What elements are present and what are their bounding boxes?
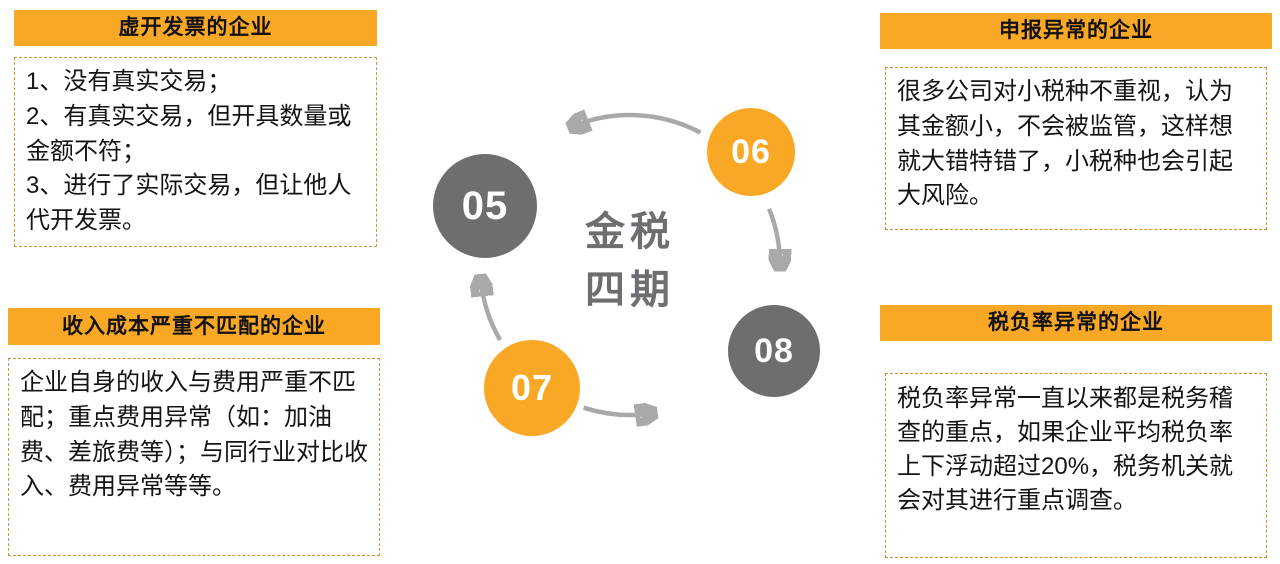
panel-income-cost-mismatch-title: 收入成本严重不匹配的企业 (8, 308, 380, 345)
arc-bottom (582, 408, 651, 415)
arc-left (481, 281, 503, 342)
arc-top (574, 115, 702, 133)
panel-fake-invoicing-title: 虚开发票的企业 (14, 10, 377, 46)
panel-fake-invoicing-body: 1、没有真实交易； 2、有真实交易，但开具数量或金额不符； 3、进行了实际交易，… (14, 57, 377, 247)
panel-abnormal-tax-burden: 税负率异常的企业 税负率异常一直以来都是税务稽查的重点，如果企业平均税负率上下浮… (880, 305, 1272, 558)
panel-abnormal-declaration-title: 申报异常的企业 (880, 13, 1272, 49)
arc-right (767, 207, 780, 265)
panel-fake-invoicing: 虚开发票的企业 1、没有真实交易； 2、有真实交易，但开具数量或金额不符； 3、… (14, 10, 377, 247)
cycle-arrows-graphic (420, 85, 840, 475)
panel-abnormal-declaration: 申报异常的企业 很多公司对小税种不重视，认为其金额小，不会被监管，这样想就大错特… (880, 13, 1272, 230)
panel-abnormal-tax-burden-title: 税负率异常的企业 (880, 305, 1272, 341)
center-title-line2: 四期 (585, 268, 675, 312)
node-06-circle: 06 (707, 108, 795, 196)
center-title-line1: 金税 (585, 210, 675, 254)
panel-income-cost-mismatch: 收入成本严重不匹配的企业 企业自身的收入与费用严重不匹配；重点费用异常（如：加油… (8, 308, 380, 556)
node-07-circle: 07 (484, 340, 580, 436)
center-title: 金税 四期 (555, 203, 705, 319)
panel-abnormal-tax-burden-body: 税负率异常一直以来都是税务稽查的重点，如果企业平均税负率上下浮动超过20%，税务… (885, 373, 1267, 558)
node-08-circle: 08 (728, 305, 820, 397)
panel-income-cost-mismatch-body: 企业自身的收入与费用严重不匹配；重点费用异常（如：加油费、差旅费等）；与同行业对… (8, 358, 380, 556)
panel-abnormal-declaration-body: 很多公司对小税种不重视，认为其金额小，不会被监管，这样想就大错特错了，小税种也会… (885, 67, 1267, 230)
node-05-circle: 05 (433, 154, 537, 258)
